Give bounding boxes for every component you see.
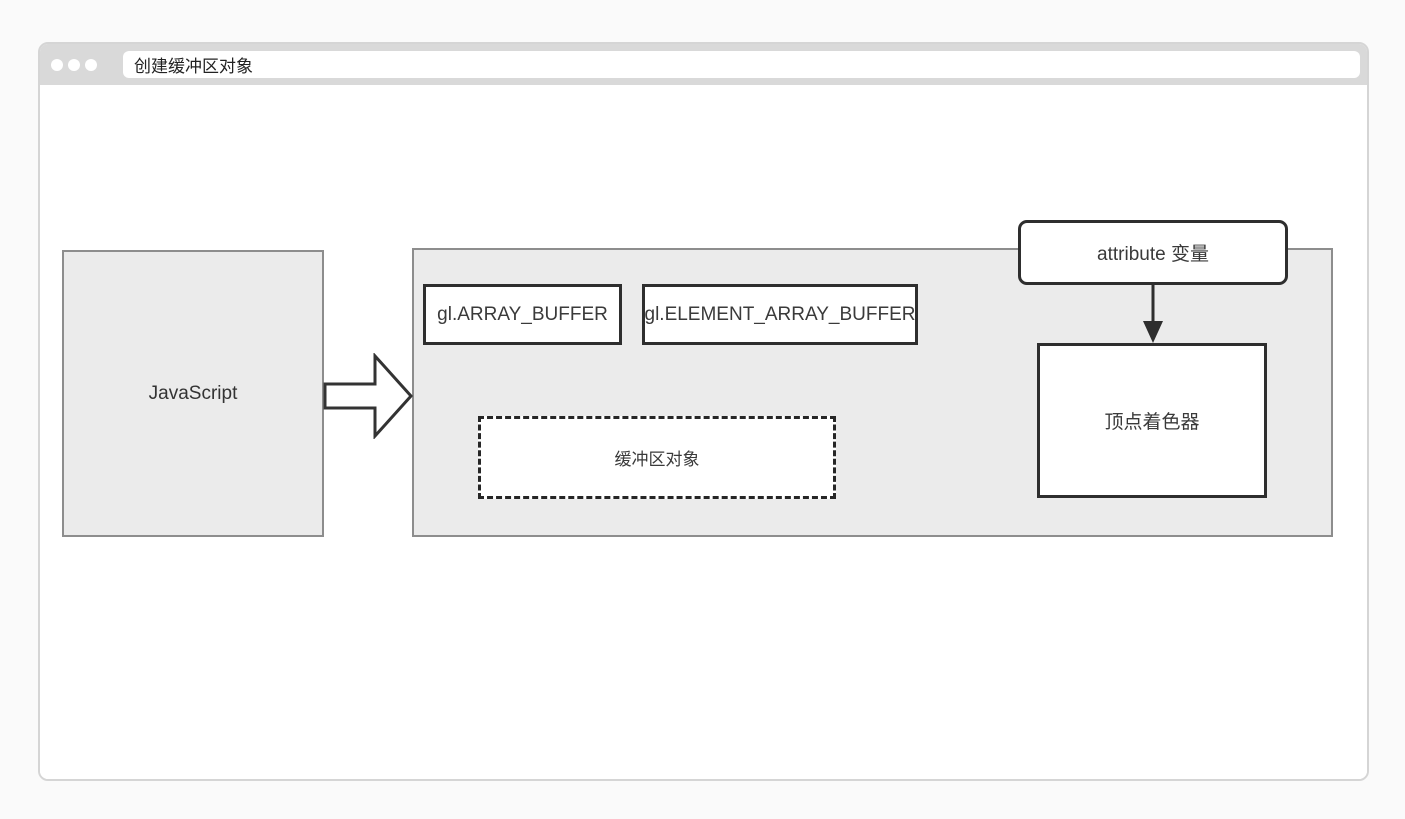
attribute-variable-label: attribute 变量 xyxy=(1097,244,1209,265)
array-buffer-box: gl.ARRAY_BUFFER xyxy=(423,284,622,345)
webgl-system-container: gl.ARRAY_BUFFER gl.ELEMENT_ARRAY_BUFFER … xyxy=(412,248,1333,537)
diagram-canvas: JavaScript gl.ARRAY_BUFFER gl.ELEMENT_AR… xyxy=(40,85,1367,779)
buffer-object-box: 缓冲区对象 xyxy=(478,416,836,499)
hollow-right-arrow-icon xyxy=(323,353,414,439)
address-bar-text: 创建缓冲区对象 xyxy=(134,57,253,76)
window-control-close-icon[interactable] xyxy=(51,58,63,71)
address-bar[interactable]: 创建缓冲区对象 xyxy=(123,51,1360,78)
solid-down-arrow-icon xyxy=(1143,285,1163,343)
window-titlebar: 创建缓冲区对象 xyxy=(40,44,1367,85)
element-array-buffer-label: gl.ELEMENT_ARRAY_BUFFER xyxy=(644,303,916,325)
buffer-object-label: 缓冲区对象 xyxy=(614,450,700,469)
element-array-buffer-box: gl.ELEMENT_ARRAY_BUFFER xyxy=(642,284,918,345)
attribute-variable-box: attribute 变量 xyxy=(1018,220,1288,285)
browser-window: 创建缓冲区对象 JavaScript gl.ARRAY_BUFFER gl.EL… xyxy=(38,42,1369,781)
window-control-minimize-icon[interactable] xyxy=(68,58,80,71)
window-control-maximize-icon[interactable] xyxy=(85,58,97,71)
array-buffer-label: gl.ARRAY_BUFFER xyxy=(437,303,608,325)
javascript-box: JavaScript xyxy=(62,250,324,537)
javascript-label: JavaScript xyxy=(148,382,238,404)
vertex-shader-label: 顶点着色器 xyxy=(1104,412,1200,433)
vertex-shader-box: 顶点着色器 xyxy=(1037,343,1267,498)
